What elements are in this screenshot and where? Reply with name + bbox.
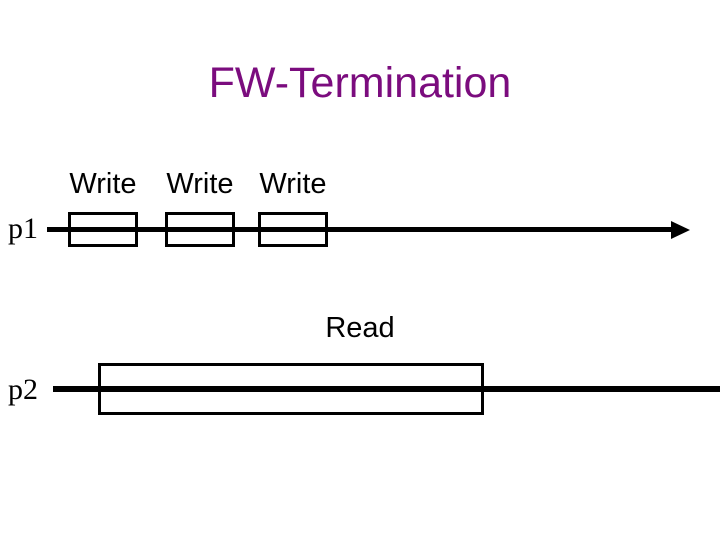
write-box-3 [258,212,328,247]
write-box-1 [68,212,138,247]
read-box [98,363,484,415]
slide-title: FW-Termination [208,59,512,107]
arrowhead-icon [671,221,690,239]
read-label: Read [325,312,395,344]
write-label-1: Write [69,168,137,200]
process-label-p1: p1 [8,212,38,245]
write-label-3: Write [259,168,327,200]
process-label-p2: p2 [8,373,38,406]
timeline-p1 [47,227,674,232]
write-box-2 [165,212,235,247]
timeline-p2 [53,386,720,392]
write-label-2: Write [166,168,234,200]
